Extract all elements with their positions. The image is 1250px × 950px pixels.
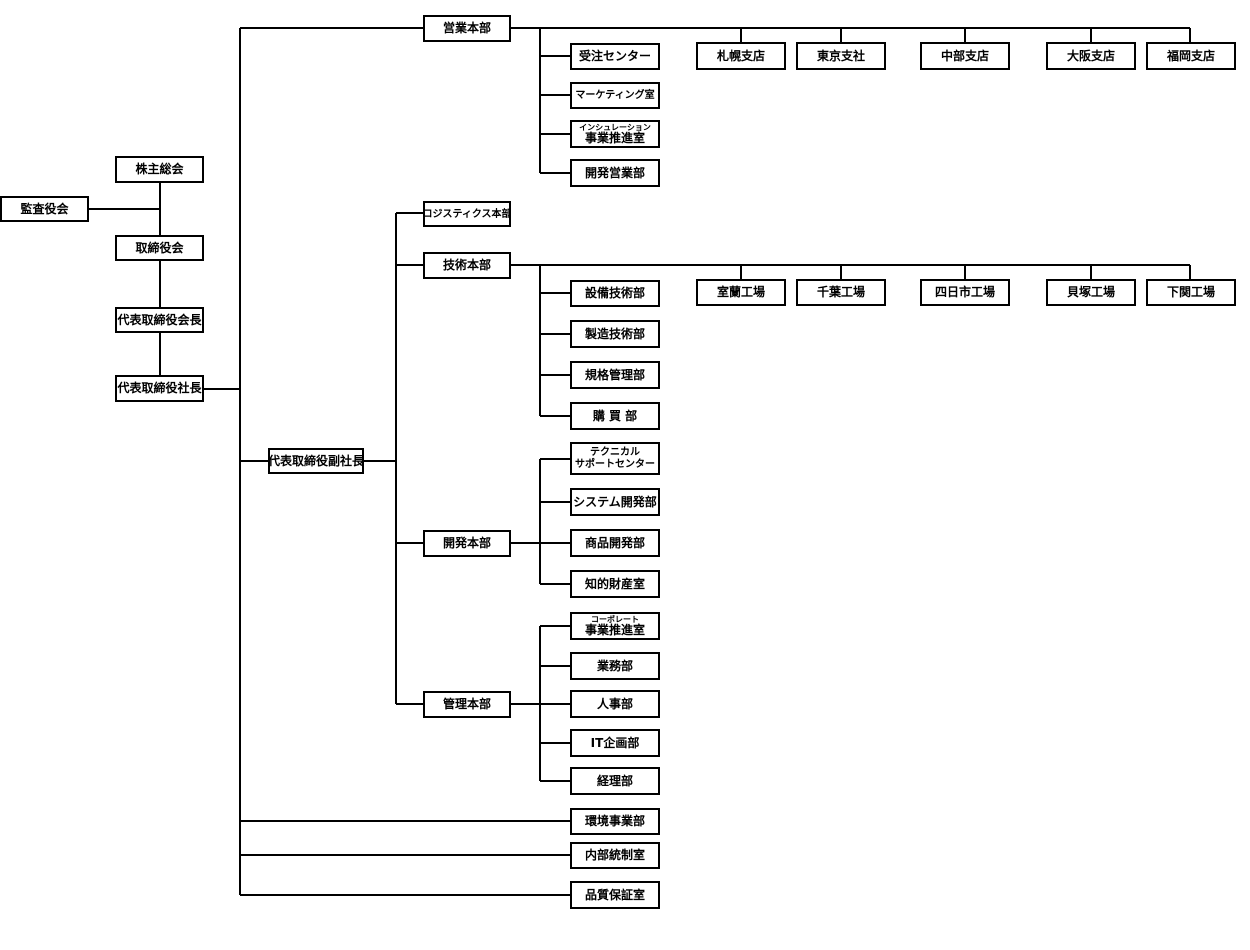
box-audit-board: 監査役会 bbox=[0, 196, 89, 222]
label: 業務部 bbox=[596, 658, 633, 673]
label: IT企画部 bbox=[590, 735, 640, 750]
box-chairman: 代表取締役会長 bbox=[115, 307, 204, 333]
label: 事業推進室 bbox=[584, 623, 645, 637]
label: 開発営業部 bbox=[584, 165, 645, 180]
label: 商品開発部 bbox=[584, 535, 645, 550]
box-technology-division: 技術本部 bbox=[423, 252, 511, 279]
box-branch-fukuoka: 福岡支店 bbox=[1146, 42, 1236, 70]
label: ロジスティクス本部 bbox=[423, 208, 511, 220]
label: 貝塚工場 bbox=[1066, 285, 1115, 299]
box-factory-shimonoseki: 下関工場 bbox=[1146, 279, 1236, 306]
label: 取締役会 bbox=[135, 240, 184, 255]
box-it-planning: IT企画部 bbox=[570, 729, 660, 757]
label: 知的財産室 bbox=[584, 576, 645, 591]
box-logistics-division: ロジスティクス本部 bbox=[423, 201, 511, 227]
box-accounting: 経理部 bbox=[570, 767, 660, 795]
label: 人事部 bbox=[596, 696, 633, 711]
label: 千葉工場 bbox=[816, 285, 865, 299]
box-quality-assurance: 品質保証室 bbox=[570, 881, 660, 909]
box-factory-yokkaichi: 四日市工場 bbox=[920, 279, 1010, 306]
box-vice-president: 代表取締役副社長 bbox=[268, 448, 364, 474]
label: 中部支店 bbox=[940, 48, 989, 63]
box-standards-management: 規格管理部 bbox=[570, 361, 660, 389]
label: 株主総会 bbox=[135, 162, 184, 176]
label: 室蘭工場 bbox=[716, 285, 765, 299]
label: 設備技術部 bbox=[584, 286, 645, 300]
label: 管理本部 bbox=[442, 697, 491, 711]
box-internal-control: 内部統制室 bbox=[570, 842, 660, 869]
label: 代表取締役会長 bbox=[117, 312, 202, 327]
label: システム開発部 bbox=[573, 494, 657, 509]
box-technical-support-center: テクニカルサポートセンター bbox=[570, 442, 660, 475]
box-development-sales: 開発営業部 bbox=[570, 159, 660, 187]
box-development-division: 開発本部 bbox=[423, 530, 511, 557]
label: 受注センター bbox=[578, 49, 651, 63]
label: 下関工場 bbox=[1166, 285, 1215, 299]
label: 経理部 bbox=[596, 773, 633, 788]
box-intellectual-property: 知的財産室 bbox=[570, 570, 660, 598]
label: 福岡支店 bbox=[1166, 48, 1215, 63]
label-line1: テクニカル bbox=[590, 446, 640, 458]
label: 代表取締役社長 bbox=[117, 381, 202, 395]
box-factory-chiba: 千葉工場 bbox=[796, 279, 886, 306]
label: 規格管理部 bbox=[584, 367, 645, 382]
box-operations: 業務部 bbox=[570, 652, 660, 680]
box-manufacturing-engineering: 製造技術部 bbox=[570, 320, 660, 348]
label-ruby: インシュレーション bbox=[579, 123, 651, 132]
box-environmental-business: 環境事業部 bbox=[570, 808, 660, 835]
label: 開発本部 bbox=[442, 536, 491, 550]
box-branch-chubu: 中部支店 bbox=[920, 42, 1010, 70]
label: 製造技術部 bbox=[584, 326, 645, 341]
label: 東京支社 bbox=[816, 48, 865, 63]
label: 大阪支店 bbox=[1066, 48, 1115, 63]
label: 営業本部 bbox=[442, 21, 491, 35]
label: マーケティング室 bbox=[575, 90, 655, 101]
label: 四日市工場 bbox=[934, 285, 995, 299]
label-ruby: コーポレート bbox=[591, 615, 639, 624]
label: 内部統制室 bbox=[584, 848, 645, 862]
label: 技術本部 bbox=[442, 258, 491, 272]
label: 札幌支店 bbox=[716, 48, 765, 63]
box-branch-sapporo: 札幌支店 bbox=[696, 42, 786, 70]
box-president: 代表取締役社長 bbox=[115, 375, 204, 402]
label: 環境事業部 bbox=[584, 814, 645, 828]
box-insulation-office: インシュレーション事業推進室 bbox=[570, 120, 660, 148]
box-equipment-engineering: 設備技術部 bbox=[570, 280, 660, 307]
box-marketing-office: マーケティング室 bbox=[570, 82, 660, 109]
box-human-resources: 人事部 bbox=[570, 690, 660, 718]
label: 事業推進室 bbox=[584, 131, 645, 145]
box-system-development: システム開発部 bbox=[570, 488, 660, 516]
label-line2: サポートセンター bbox=[575, 458, 655, 470]
box-purchasing: 購 買 部 bbox=[570, 402, 660, 430]
box-board-of-directors: 取締役会 bbox=[115, 235, 204, 261]
box-corporate-business-office: コーポレート事業推進室 bbox=[570, 612, 660, 640]
box-shareholders-meeting: 株主総会 bbox=[115, 156, 204, 183]
box-sales-division: 営業本部 bbox=[423, 15, 511, 42]
box-order-center: 受注センター bbox=[570, 43, 660, 70]
label: 品質保証室 bbox=[584, 887, 645, 902]
box-administration-division: 管理本部 bbox=[423, 691, 511, 718]
label: 購 買 部 bbox=[592, 408, 638, 423]
box-product-development: 商品開発部 bbox=[570, 529, 660, 557]
label: 代表取締役副社長 bbox=[268, 453, 364, 468]
label: 監査役会 bbox=[20, 201, 69, 216]
box-factory-muroran: 室蘭工場 bbox=[696, 279, 786, 306]
box-factory-kaizuka: 貝塚工場 bbox=[1046, 279, 1136, 306]
box-branch-osaka: 大阪支店 bbox=[1046, 42, 1136, 70]
box-branch-tokyo: 東京支社 bbox=[796, 42, 886, 70]
